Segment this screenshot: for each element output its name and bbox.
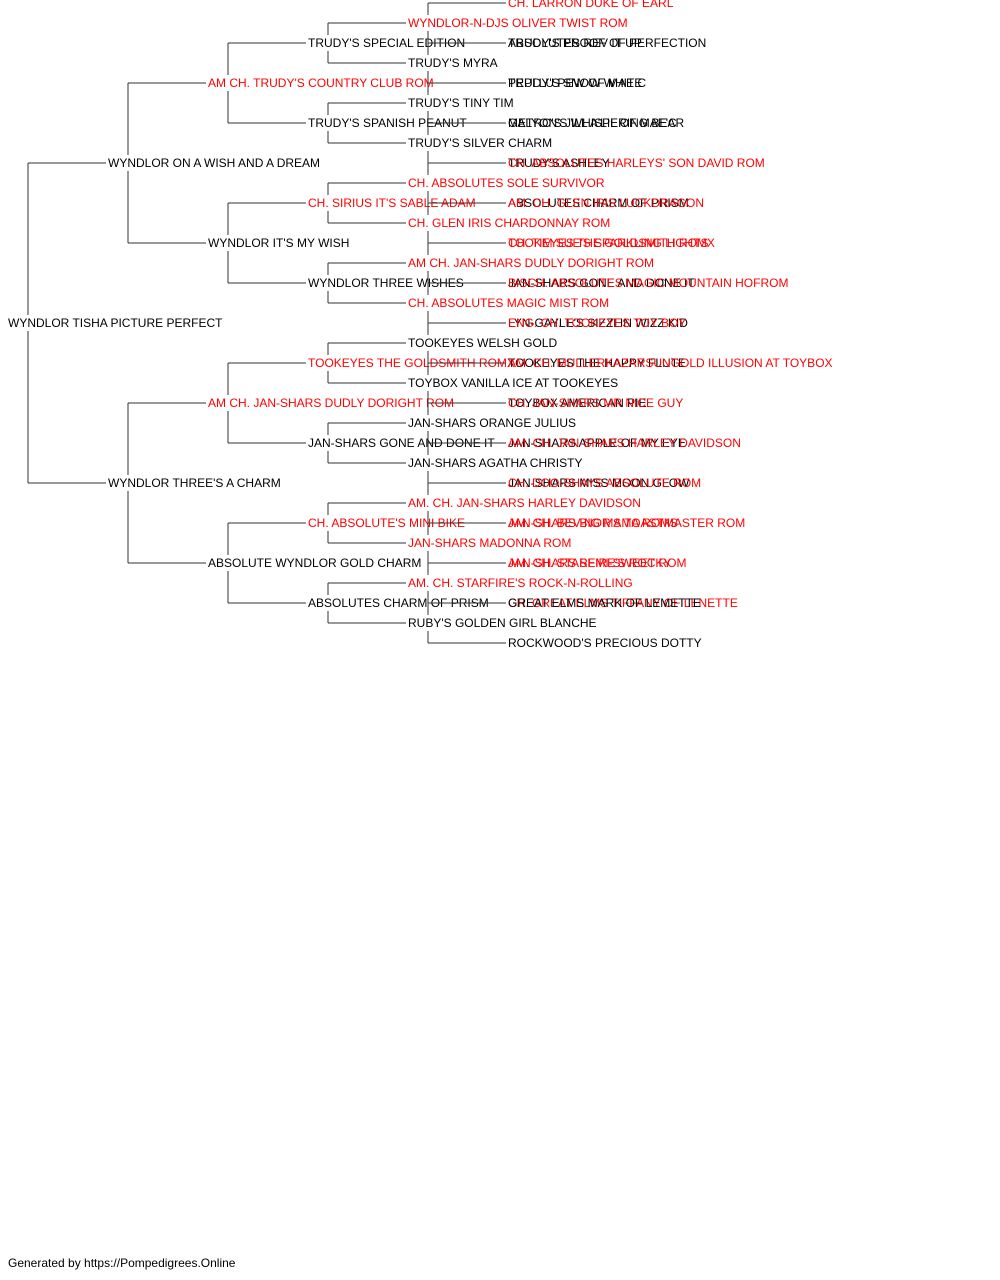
pedigree-node-gen6: ABSOLUTES REV IT UP: [508, 36, 642, 50]
pedigree-node-gen5: RUBY'S GOLDEN GIRL BLANCHE: [408, 616, 597, 630]
pedigree-node-gen6: AM. CH. STARFIRE'S ROCKY: [508, 556, 671, 570]
pedigree-node-gen6: ROCKWOOD'S PRECIOUS DOTTY: [508, 636, 702, 650]
pedigree-node-gen5: WYNDLOR-N-DJS OLIVER TWIST ROM: [408, 16, 628, 30]
pedigree-node-gen4: JAN-SHARS GONE AND DONE IT: [308, 436, 495, 450]
pedigree-node-gen6: CH. GREAT ELMS TIFFANY OF LENETTE: [508, 596, 738, 610]
pedigree-node-gen6: AM. CH. MULLERKAZARSUNGOLD ILLUSION AT T…: [508, 356, 833, 370]
pedigree-node-gen6: TRUDY'S SNOW WHITE: [508, 76, 642, 90]
pedigree-node-gen5: TRUDY'S MYRA: [408, 56, 498, 70]
pedigree-node-gen4: ABSOLUTES CHARM OF PRISM: [308, 596, 489, 610]
pedigree-node-gen6: CH. JAN-SHARS MR NICE GUY: [508, 396, 683, 410]
pedigree-node-gen5: AM CH. JAN-SHARS DUDLY DORIGHT ROM: [408, 256, 654, 270]
pedigree-node-gen4: CH. SIRIUS IT'S SABLE ADAM: [308, 196, 476, 210]
pedigree-node-gen6: CH. ABSOLUTES HARLEYS' SON DAVID ROM: [508, 156, 765, 170]
pedigree-node-gen5: TRUDY'S SILVER CHARM: [408, 136, 552, 150]
pedigree-node-gen6: TRUDY'S ASHLEY: [508, 156, 610, 170]
pedigree-node-gen3: WYNDLOR IT'S MY WISH: [208, 236, 349, 250]
pedigree-node-gen6: TOOKEYES THE HAPPY FLUTE: [508, 356, 686, 370]
pedigree-node-gen6: BISCH. ABSOLUTES MAGIC MOUNTAIN HOFROM: [508, 276, 788, 290]
pedigree-node-gen6: GALYON'S WHISPERING BEAR: [508, 116, 684, 130]
pedigree-node-gen2: WYNDLOR ON A WISH AND A DREAM: [108, 156, 320, 170]
pedigree-node-gen4: WYNDLOR THREE WISHES: [308, 276, 464, 290]
pedigree-node-gen5: CH. GLEN IRIS CHARDONNAY ROM: [408, 216, 610, 230]
pedigree-node-gen5: TOOKEYES WELSH GOLD: [408, 336, 557, 350]
pedigree-node-gen6: LYN-GAYLE'S SIZZLIN WIZZ KID: [508, 316, 688, 330]
pedigree-node-gen6: CH. TIM SUE'S SPARKLING LIGHTS: [508, 236, 709, 250]
pedigree-node-gen3: AM CH. JAN-SHARS DUDLY DORIGHT ROM: [208, 396, 454, 410]
pedigree-node-gen5: TRUDY'S TINY TIM: [408, 96, 514, 110]
pedigree-node-gen6: ABSOLUTES CHARM OF PRISM: [508, 196, 689, 210]
pedigree-tree: WYNDLOR TISHA PICTURE PERFECT WYNDLOR ON …: [8, 0, 833, 650]
pedigree-node-gen5: CH. ABSOLUTES SOLE SURVIVOR: [408, 176, 605, 190]
pedigree-node-gen6: PEPI LU PEW OF MAE C: [508, 76, 646, 90]
pedigree-node-gen6: CH. LARRON DUKE OF EARL: [508, 0, 674, 10]
pedigree-node-gen4: CH. ABSOLUTE'S MINI BIKE: [308, 516, 465, 530]
pedigree-node-gen6: AM. CH. BEV-NOR'S TOASTMASTER ROM: [508, 516, 745, 530]
pedigree-node-gen6: TRUDY'S PROOF OF PERFECTION: [508, 36, 706, 50]
pedigree-node-gen2: WYNDLOR THREE'S A CHARM: [108, 476, 281, 490]
pedigree-node-gen6: CH. DOO-SHAYS ABSOLUTE ROM: [508, 476, 701, 490]
pedigree-node-gen5: JAN-SHARS ORANGE JULIUS: [408, 416, 576, 430]
pedigree-node-gen5: TOYBOX VANILLA ICE AT TOOKEYES: [408, 376, 618, 390]
pedigree-node-gen6: GREAT ELMS MARK OF LEMETTE: [508, 596, 701, 610]
pedigree-node-gen5: JAN-SHARS AGATHA CHRISTY: [408, 456, 582, 470]
pedigree-node-gen3: ABSOLUTE WYNDLOR GOLD CHARM: [208, 556, 421, 570]
pedigree-node-gen6: METRO'S JILL A'LIL OF MAE'C: [508, 116, 677, 130]
pedigree-node-gen6: AM. CH. GLEN IRIS LUCKDRAGON: [508, 196, 704, 210]
pedigree-node-gen6: JAN-SHARS APPLE OF MY EYE: [508, 436, 686, 450]
pedigree-node-gen6: AM. CH. JAN-SHARS HARLEY DAVIDSON: [508, 436, 741, 450]
pedigree-node-gen4: TRUDY'S SPECIAL EDITION: [308, 36, 465, 50]
footer-credit: Generated by https://Pompedigrees.Online: [8, 1256, 236, 1270]
pedigree-node-gen6: JAN-SHARS SEMI-SWEET ROM: [508, 556, 686, 570]
pedigree-node-gen5: CH. ABSOLUTES MAGIC MIST ROM: [408, 296, 609, 310]
pedigree-node-gen6: ENG. CH. TOOKEYES TOY BOY: [508, 316, 686, 330]
pedigree-node-gen6: TOYBOX AMERICAN PIE: [508, 396, 646, 410]
pedigree-node-gen5: AM. CH. STARFIRE'S ROCK-N-ROLLING: [408, 576, 633, 590]
pedigree-node-gen6: TOOKEYES THE GOLDSMITH ROMX: [508, 236, 715, 250]
pedigree-node-gen3: AM CH. TRUDY'S COUNTRY CLUB ROM: [208, 76, 434, 90]
pedigree-node-gen1: WYNDLOR TISHA PICTURE PERFECT: [8, 316, 223, 330]
pedigree-node-gen6: JAN-SHARS BIG MAMA ROMS: [508, 516, 678, 530]
pedigree-node-gen5: JAN-SHARS MADONNA ROM: [408, 536, 571, 550]
pedigree-node-gen4: TOOKEYES THE GOLDSMITH ROMX: [308, 356, 515, 370]
pedigree-node-gen6: JAN-SHARS MISS MOON GLOW: [508, 476, 690, 490]
pedigree-node-gen5: AM. CH. JAN-SHARS HARLEY DAVIDSON: [408, 496, 641, 510]
pedigree-node-gen6: JAN-SHARS GONE AND DONE IT: [508, 276, 695, 290]
